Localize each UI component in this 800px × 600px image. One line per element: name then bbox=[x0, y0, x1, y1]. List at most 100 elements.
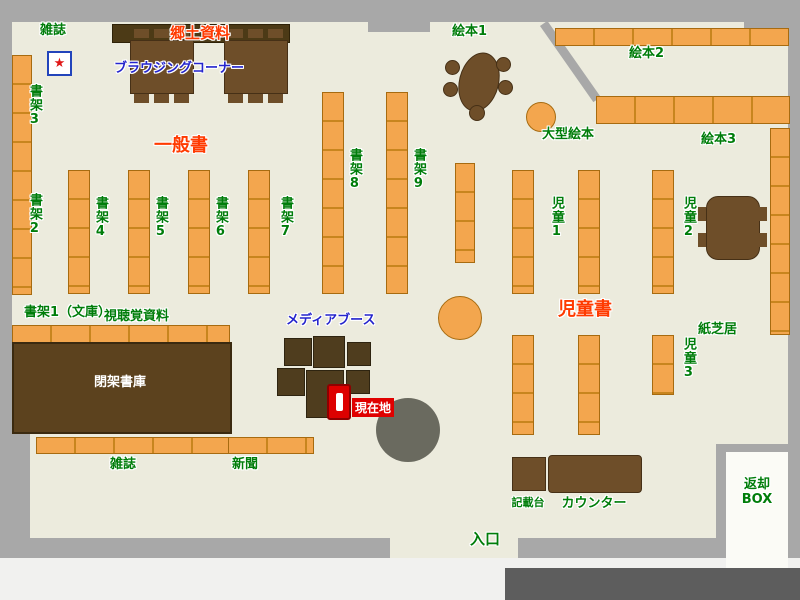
stool bbox=[496, 57, 511, 72]
chair bbox=[154, 29, 169, 38]
bookshelf-children-upper-2 bbox=[578, 170, 600, 294]
label-shelf-1-bunko: 書架1（文庫） bbox=[24, 305, 112, 320]
label-shelf-7: 書架7 bbox=[277, 196, 293, 240]
entrance-gap-floor bbox=[390, 538, 518, 558]
label-audiovisual: 視聴覚資料 bbox=[104, 309, 170, 324]
large-picturebook-display bbox=[526, 102, 556, 132]
label-entrance: 入口 bbox=[469, 530, 500, 548]
label-children-2: 児童2 bbox=[680, 196, 696, 240]
label-writing-desk: 記載台 bbox=[511, 496, 545, 509]
bookshelf-col-9 bbox=[386, 92, 408, 294]
label-newspapers: 新聞 bbox=[232, 457, 259, 472]
chair bbox=[228, 94, 243, 103]
label-shelf-2: 書架2 bbox=[26, 193, 42, 237]
counter-desk bbox=[548, 455, 642, 493]
label-general-books: 一般書 bbox=[154, 135, 208, 156]
label-return-box-line2: BOX bbox=[741, 491, 773, 507]
chair bbox=[268, 29, 283, 38]
closed-stacks-room bbox=[12, 342, 232, 434]
bookshelf-newspapers bbox=[228, 437, 314, 454]
bookshelf-short-col bbox=[455, 163, 475, 263]
bookshelf-children-lower-3 bbox=[652, 335, 674, 395]
label-picture-books-1: 絵本1 bbox=[452, 24, 488, 39]
media-booth-unit bbox=[313, 336, 345, 368]
marker-slit bbox=[335, 393, 343, 411]
bookshelf-left-wall bbox=[12, 55, 32, 295]
label-return-box: 返却 BOX bbox=[726, 477, 788, 508]
bookshelf-col-7 bbox=[248, 170, 270, 294]
star-icon: ★ bbox=[47, 51, 72, 76]
label-counter: カウンター bbox=[561, 496, 627, 511]
current-location-tag: 現在地 bbox=[352, 398, 395, 417]
label-magazines-top: 雑誌 bbox=[40, 23, 67, 38]
bookshelf-children-lower-2 bbox=[578, 335, 600, 435]
label-shelf-9: 書架9 bbox=[410, 148, 426, 192]
label-media-booth: メディアブース bbox=[286, 313, 376, 328]
bookshelf-shelf1-av bbox=[12, 325, 230, 343]
bookshelf-col-4 bbox=[68, 170, 90, 294]
stool bbox=[469, 105, 485, 121]
bookshelf-col-8 bbox=[322, 92, 344, 294]
wall-top-right-block bbox=[744, 10, 800, 32]
label-large-picture-books: 大型絵本 bbox=[542, 127, 595, 142]
star-glyph: ★ bbox=[53, 56, 66, 71]
label-kamishibai: 紙芝居 bbox=[698, 322, 738, 337]
label-shelf-4: 書架4 bbox=[92, 196, 108, 240]
media-booth-unit bbox=[347, 342, 371, 366]
writing-desk-block bbox=[512, 457, 546, 491]
current-location-marker bbox=[327, 384, 351, 420]
chair bbox=[698, 233, 706, 247]
label-shelf-3: 書架3 bbox=[26, 84, 42, 128]
browsing-table-right bbox=[224, 40, 288, 94]
chair bbox=[174, 29, 189, 38]
label-magazines-bottom: 雑誌 bbox=[110, 457, 137, 472]
outside-dark-paving bbox=[505, 568, 800, 600]
chair bbox=[134, 94, 149, 103]
bookshelf-children-lower-1 bbox=[512, 335, 534, 435]
browsing-table-left bbox=[130, 40, 194, 94]
return-room-wall-left bbox=[716, 452, 726, 538]
label-browsing-corner: ブラウジングコーナー bbox=[114, 61, 245, 76]
chair bbox=[759, 233, 767, 247]
chair bbox=[248, 94, 263, 103]
chair bbox=[268, 94, 283, 103]
label-children-books: 児童書 bbox=[558, 299, 612, 320]
bookshelf-children-upper-1 bbox=[512, 170, 534, 294]
wall-bottom-left-block bbox=[12, 432, 30, 558]
bookshelf-children-upper-3 bbox=[652, 170, 674, 294]
label-local-materials: 郷土資料 bbox=[169, 24, 230, 42]
label-closed-stacks: 閉架書庫 bbox=[93, 375, 146, 390]
label-shelf-6: 書架6 bbox=[212, 196, 228, 240]
return-room-wall-top bbox=[716, 444, 790, 452]
media-booth-unit bbox=[284, 338, 312, 366]
stool bbox=[443, 82, 458, 97]
bookshelf-col-6 bbox=[188, 170, 210, 294]
label-picture-books-3: 絵本3 bbox=[701, 132, 737, 147]
chair bbox=[248, 29, 263, 38]
stool bbox=[498, 80, 513, 95]
label-shelf-8: 書架8 bbox=[346, 148, 362, 192]
round-display-table bbox=[438, 296, 482, 340]
local-materials-shelf bbox=[112, 24, 290, 43]
bookshelf-picturebooks3 bbox=[596, 96, 790, 124]
label-return-box-line1: 返却 bbox=[743, 477, 770, 492]
bookshelf-magazines-bottom bbox=[36, 437, 230, 454]
label-children-1: 児童1 bbox=[548, 196, 564, 240]
chair bbox=[698, 207, 706, 221]
bookshelf-right-wall bbox=[770, 128, 790, 335]
label-picture-books-2: 絵本2 bbox=[629, 46, 665, 61]
chair bbox=[228, 29, 243, 38]
chair bbox=[154, 94, 169, 103]
media-booth-unit bbox=[277, 368, 305, 396]
label-children-3: 児童3 bbox=[680, 337, 696, 381]
label-shelf-5: 書架5 bbox=[152, 196, 168, 240]
chair bbox=[174, 94, 189, 103]
wall-top-pillar bbox=[368, 10, 430, 32]
chair bbox=[759, 207, 767, 221]
bookshelf-picturebooks2 bbox=[555, 28, 789, 46]
chair bbox=[134, 29, 149, 38]
return-room-floor bbox=[726, 452, 788, 568]
stool bbox=[445, 60, 460, 75]
children-reading-table bbox=[706, 196, 760, 260]
